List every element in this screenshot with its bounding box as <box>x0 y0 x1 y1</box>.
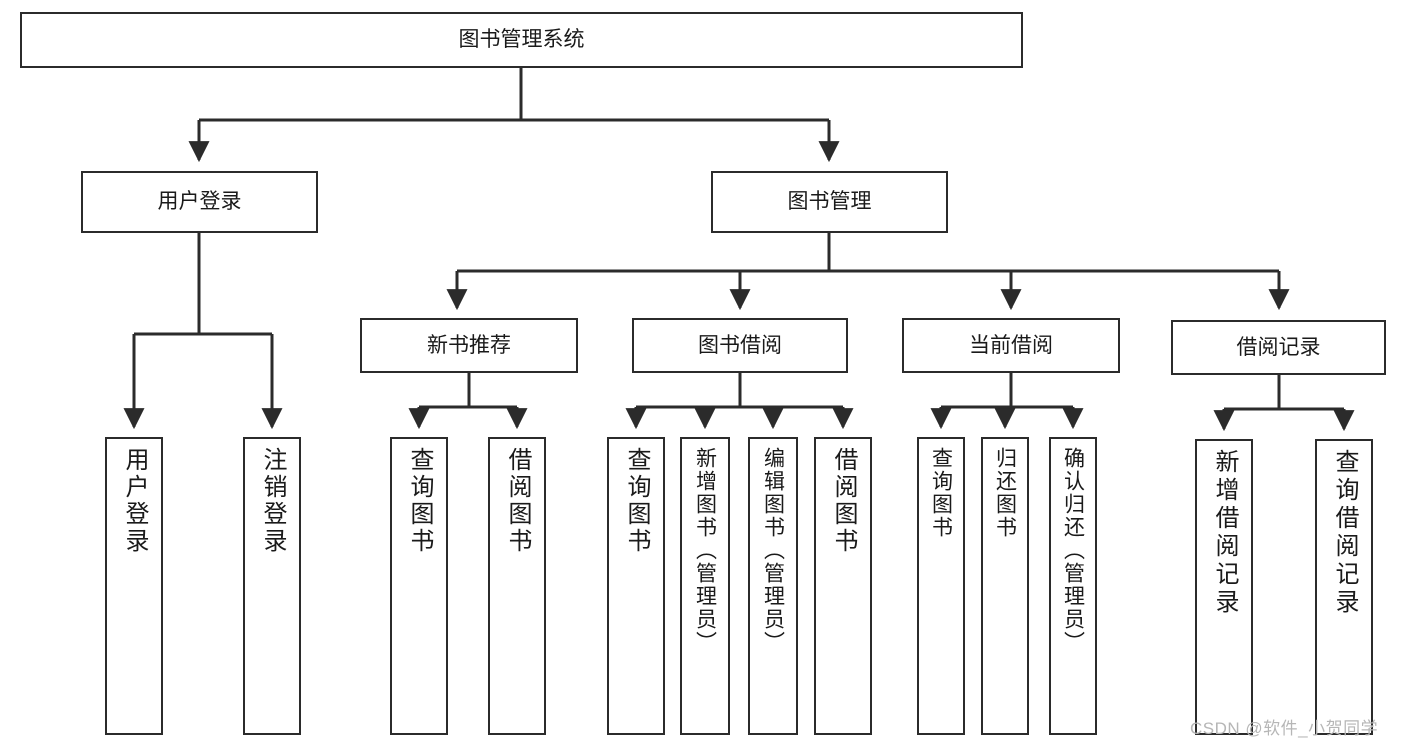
node-label: 用户登录 <box>121 447 148 555</box>
leaf-book-borrow-borrow[interactable]: 借阅图书 <box>814 437 872 735</box>
node-label: 确认归还（管理员） <box>1061 447 1085 654</box>
leaf-user-login-login[interactable]: 用户登录 <box>105 437 163 735</box>
leaf-current-borrow-confirm-return[interactable]: 确认归还（管理员） <box>1049 437 1097 735</box>
watermark-text: CSDN @软件_小贺同学 <box>1190 719 1379 738</box>
node-label: 注销登录 <box>259 447 286 555</box>
leaf-borrow-record-add[interactable]: 新增借阅记录 <box>1195 439 1253 735</box>
node-label: 归还图书 <box>993 447 1017 539</box>
node-label: 编辑图书（管理员） <box>761 447 785 654</box>
node-label: 当前借阅 <box>969 333 1053 357</box>
node-book-management[interactable]: 图书管理 <box>711 171 948 233</box>
node-user-login[interactable]: 用户登录 <box>81 171 318 233</box>
node-label: 借阅图书 <box>830 447 857 555</box>
node-label: 查询图书 <box>406 447 433 555</box>
node-label: 借阅图书 <box>504 447 531 555</box>
node-label: 图书借阅 <box>698 333 782 357</box>
node-label: 借阅记录 <box>1236 335 1321 359</box>
leaf-new-book-borrow[interactable]: 借阅图书 <box>488 437 546 735</box>
node-label: 用户登录 <box>157 190 242 214</box>
leaf-book-borrow-query[interactable]: 查询图书 <box>607 437 665 735</box>
node-label: 新增借阅记录 <box>1211 449 1238 617</box>
leaf-current-borrow-return[interactable]: 归还图书 <box>981 437 1029 735</box>
node-label: 新增图书（管理员） <box>693 447 717 654</box>
node-label: 查询图书 <box>623 447 650 555</box>
leaf-book-borrow-add[interactable]: 新增图书（管理员） <box>680 437 730 735</box>
leaf-current-borrow-query[interactable]: 查询图书 <box>917 437 965 735</box>
node-label: 图书管理系统 <box>458 28 585 52</box>
node-book-borrow[interactable]: 图书借阅 <box>632 318 848 373</box>
node-new-book-recommend[interactable]: 新书推荐 <box>360 318 578 373</box>
node-borrow-record[interactable]: 借阅记录 <box>1171 320 1386 375</box>
node-label: 新书推荐 <box>427 333 511 357</box>
leaf-new-book-query[interactable]: 查询图书 <box>390 437 448 735</box>
node-label: 查询借阅记录 <box>1331 449 1358 617</box>
leaf-borrow-record-query[interactable]: 查询借阅记录 <box>1315 439 1373 735</box>
leaf-user-login-logout[interactable]: 注销登录 <box>243 437 301 735</box>
node-label: 查询图书 <box>929 447 953 539</box>
leaf-book-borrow-edit[interactable]: 编辑图书（管理员） <box>748 437 798 735</box>
node-label: 图书管理 <box>787 190 872 214</box>
node-root-system[interactable]: 图书管理系统 <box>20 12 1023 68</box>
node-current-borrow[interactable]: 当前借阅 <box>902 318 1120 373</box>
